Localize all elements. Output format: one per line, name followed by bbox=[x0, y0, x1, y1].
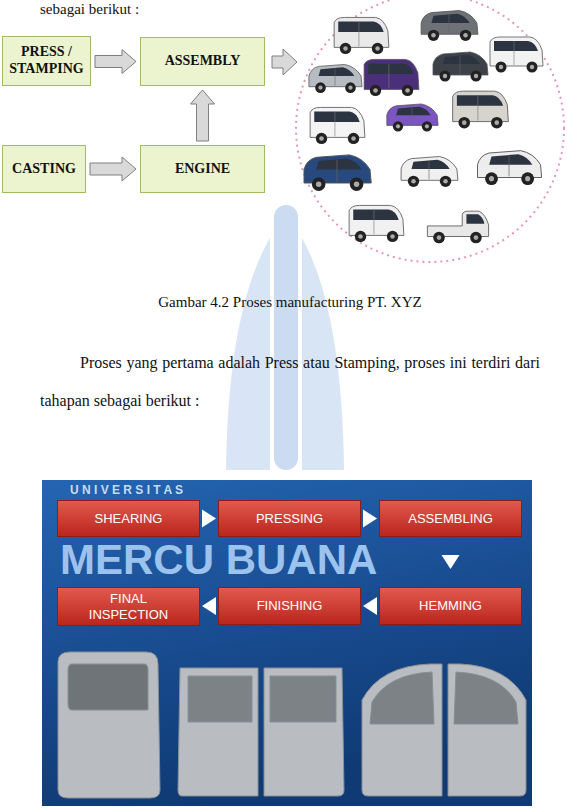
vehicle-circle-part bbox=[478, 151, 542, 185]
box-label: SHEARING bbox=[95, 511, 163, 527]
block-arrow bbox=[272, 49, 297, 75]
block-arrow bbox=[95, 50, 136, 74]
watermark-logo bbox=[226, 205, 344, 470]
step-box: SHEARING bbox=[57, 500, 200, 537]
vehicle-circle bbox=[296, 0, 564, 262]
box-label: FINISHING bbox=[257, 598, 323, 614]
door-panels-part bbox=[178, 668, 258, 796]
vehicle-circle-part bbox=[401, 157, 458, 187]
vehicle-circle-part bbox=[349, 205, 404, 242]
figure-caption: Gambar 4.2 Proses manufacturing PT. XYZ bbox=[40, 294, 540, 311]
vehicle-circle-part bbox=[427, 211, 488, 243]
flow-arrowhead bbox=[442, 555, 460, 569]
vehicle-circle-part bbox=[490, 37, 543, 73]
process-box: CASTING bbox=[2, 145, 86, 193]
process-box: ASSEMBLY bbox=[140, 37, 265, 86]
photo-panel bbox=[42, 480, 532, 806]
process-box: ENGINE bbox=[140, 145, 265, 193]
box-label: ASSEMBLY bbox=[165, 53, 241, 70]
step-box: FINAL INSPECTION bbox=[57, 587, 200, 626]
door-panels-part bbox=[188, 676, 252, 722]
vehicle-circle-part bbox=[387, 104, 438, 132]
watermark-logo-part bbox=[274, 205, 298, 470]
block-arrow bbox=[191, 90, 215, 141]
flow-arrowhead bbox=[363, 597, 377, 615]
vehicle-circle-part bbox=[309, 64, 362, 93]
step-box: HEMMING bbox=[379, 587, 522, 625]
vehicle-circle-part bbox=[296, 0, 564, 262]
box-label: ENGINE bbox=[175, 161, 230, 178]
vehicle-circle-part bbox=[364, 59, 419, 96]
door-panels-part bbox=[264, 668, 344, 796]
door-panels-part bbox=[58, 652, 160, 798]
body-text: sebagai berikut : bbox=[40, 1, 240, 18]
box-label: ASSEMBLING bbox=[408, 511, 493, 527]
vehicle-circle-part bbox=[304, 155, 371, 191]
door-panels-part bbox=[454, 672, 518, 724]
watermark-text: MERCU BUANA bbox=[60, 539, 420, 581]
watermark-text: U N I V E R S I T A S bbox=[70, 483, 490, 497]
door-panels bbox=[58, 652, 526, 798]
process-box: PRESS / STAMPING bbox=[2, 36, 91, 86]
step-box: PRESSING bbox=[218, 500, 361, 537]
box-label: PRESSING bbox=[256, 511, 323, 527]
step-box: FINISHING bbox=[218, 587, 361, 625]
box-label: HEMMING bbox=[419, 598, 482, 614]
door-panels-part bbox=[448, 664, 526, 796]
step-box: ASSEMBLING bbox=[379, 500, 522, 537]
door-panels-part bbox=[68, 664, 148, 710]
vehicle-circle-part bbox=[453, 91, 509, 128]
vehicle-circle-part bbox=[310, 107, 365, 144]
vehicle-circle-part bbox=[421, 11, 478, 41]
flow-arrowhead bbox=[363, 510, 377, 528]
door-panels-part bbox=[362, 664, 442, 796]
block-arrow bbox=[90, 157, 136, 181]
vehicle-circle-part bbox=[433, 52, 488, 82]
box-label: CASTING bbox=[12, 161, 76, 178]
box-label: PRESS / STAMPING bbox=[8, 44, 85, 78]
flow-arrowhead bbox=[202, 597, 216, 615]
vehicle-circle-part bbox=[334, 17, 389, 54]
door-panels-part bbox=[270, 676, 336, 722]
flow-arrowhead bbox=[202, 510, 216, 528]
door-panels-part bbox=[370, 672, 434, 724]
box-label: FINAL INSPECTION bbox=[83, 591, 175, 622]
body-text: Proses yang pertama adalah Press atau St… bbox=[40, 344, 540, 420]
